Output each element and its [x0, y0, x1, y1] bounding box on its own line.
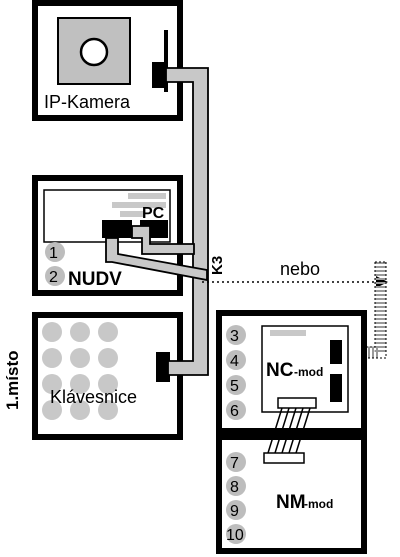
ribbon-cable	[267, 407, 311, 454]
key	[70, 400, 90, 420]
nebo-label: nebo	[280, 259, 320, 279]
main-cable	[165, 67, 209, 376]
nc-number-5: 5	[230, 378, 239, 395]
key	[70, 374, 90, 394]
nudv-bubble-1	[45, 242, 65, 262]
key	[42, 348, 62, 368]
camera-connector	[152, 62, 166, 88]
ribbon-wire	[288, 407, 304, 454]
nc-number-3: 3	[230, 328, 239, 345]
nm-ribbon-connector	[263, 452, 305, 464]
nm-label: NM	[276, 492, 306, 513]
nc-stripe	[270, 330, 306, 336]
nc-number-4: 4	[230, 353, 239, 370]
ribbon-wire	[281, 407, 297, 454]
nc-suffix: -mod	[294, 365, 323, 379]
pc-stripe-3	[120, 211, 144, 217]
nc-label: NC	[266, 360, 294, 381]
ribbon-wire	[295, 407, 311, 454]
key	[42, 400, 62, 420]
nm-number-9: 9	[230, 503, 239, 520]
pc-stripe-2	[112, 202, 166, 208]
key	[70, 322, 90, 342]
key	[42, 322, 62, 342]
camera-lens	[79, 37, 109, 67]
nm-bubble-9	[226, 500, 246, 520]
keypad-module: Klávesnice	[32, 312, 183, 440]
nudv-number-1: 1	[49, 245, 58, 262]
nudv-number-2: 2	[49, 269, 58, 286]
nm-module: NM -mod 7 8 9 10	[216, 434, 367, 554]
nudv-bubble-2	[45, 266, 65, 286]
nc-bubble-6	[226, 400, 246, 420]
nc-bubble-3	[226, 325, 246, 345]
camera-side-bar	[164, 30, 168, 92]
key	[70, 348, 90, 368]
key	[98, 374, 118, 394]
key	[98, 400, 118, 420]
k3-label: K3	[209, 256, 226, 275]
keypad-keys	[42, 322, 118, 420]
keypad-connector	[156, 352, 170, 382]
nc-connector-top	[330, 340, 342, 364]
key	[42, 374, 62, 394]
nm-bubble-10	[226, 524, 246, 544]
nm-bubble-8	[226, 476, 246, 496]
pc-cable-upper	[131, 225, 195, 255]
pc-connector-left	[102, 220, 132, 238]
ribbon-wire	[267, 407, 283, 454]
nc-module: NC -mod 3 4 5 6	[216, 310, 367, 434]
keypad-label: Klávesnice	[50, 387, 137, 407]
key	[98, 322, 118, 342]
nm-bubble-7	[226, 452, 246, 472]
nm-number-8: 8	[230, 479, 239, 496]
nudv-module: PC 1 2 NUDV	[32, 175, 183, 296]
nc-ribbon-connector	[277, 397, 317, 409]
nc-bubble-5	[226, 375, 246, 395]
nc-bubble-4	[226, 350, 246, 370]
pc-cable-lower	[105, 237, 208, 282]
nm-number-7: 7	[230, 455, 239, 472]
key	[98, 348, 118, 368]
nm-suffix: -mod	[304, 497, 333, 511]
cable-bundle	[105, 67, 209, 376]
ribbon-wire	[274, 407, 290, 454]
pc-label: PC	[142, 205, 165, 222]
nm-number-10: 10	[226, 527, 244, 544]
first-place-label: 1.místo	[3, 350, 22, 410]
nudv-label: NUDV	[68, 269, 122, 290]
nc-connector-bottom	[330, 374, 342, 402]
ip-camera-label: IP-Kamera	[44, 92, 131, 112]
pc-stripe-1	[128, 193, 166, 199]
ip-camera-module: IP-Kamera	[32, 0, 183, 121]
nc-number-6: 6	[230, 403, 239, 420]
